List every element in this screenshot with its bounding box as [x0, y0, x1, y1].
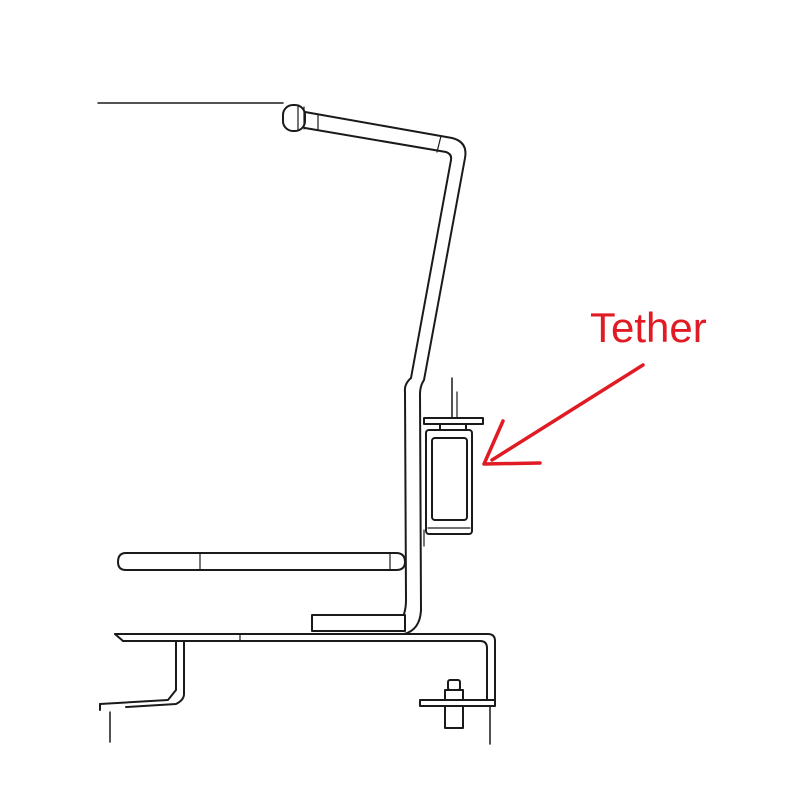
- tether-device: [423, 377, 484, 547]
- tether-label: Tether: [590, 304, 707, 351]
- arm-end-cap: [282, 104, 306, 132]
- base-foot-block: [311, 614, 406, 632]
- right-bolt: [419, 679, 496, 745]
- left-bracket: [99, 640, 185, 743]
- seat-bar: [117, 552, 406, 571]
- tether-annotation: Tether: [482, 304, 707, 466]
- annotation-arrow: [482, 363, 645, 466]
- base-plate: [114, 633, 496, 701]
- mechanical-assembly: [97, 102, 496, 745]
- vertical-post: [397, 377, 425, 635]
- upper-arm: [304, 111, 467, 381]
